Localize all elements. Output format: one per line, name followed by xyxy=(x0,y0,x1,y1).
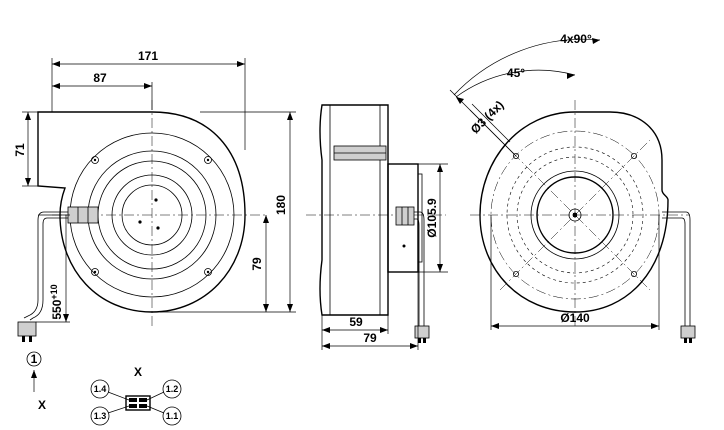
rear-cable xyxy=(662,211,691,326)
connector-detail: 1 X X 1.4 1.2 1.3 1.1 xyxy=(26,351,182,426)
front-cable-gland xyxy=(67,206,99,224)
pin-1-4 xyxy=(90,379,110,399)
view-label: X xyxy=(134,365,142,379)
dim-height-center: 79 xyxy=(250,257,264,271)
pin-1-3 xyxy=(90,406,110,426)
dim-width-center: 87 xyxy=(93,71,107,85)
dim-depth-inner: 59 xyxy=(349,315,363,329)
front-mounting-screws xyxy=(91,156,212,276)
pin-1-1 xyxy=(162,406,182,426)
rear-view: 4x90° 45° Ø3 (4x) Ø140 xyxy=(449,32,696,343)
dim-width-overall: 171 xyxy=(138,49,158,63)
front-housing-outline xyxy=(37,111,246,313)
front-cable xyxy=(23,211,68,321)
dim-height-top: 71 xyxy=(13,143,27,157)
hole-leader xyxy=(469,109,515,155)
front-connector-plug xyxy=(17,321,37,337)
svg-text:1.1: 1.1 xyxy=(166,411,179,421)
svg-text:1.2: 1.2 xyxy=(166,384,179,394)
side-housing-outline xyxy=(319,104,389,316)
front-view: 171 87 71 180 79 550+10 xyxy=(13,49,296,342)
rear-mounting-holes xyxy=(513,152,638,277)
rear-impeller-outer xyxy=(506,146,644,284)
dim-angle-offset: 45° xyxy=(507,66,525,80)
side-cable-gland xyxy=(395,206,415,226)
dim-cable-length: 550+10 xyxy=(49,284,64,319)
dim-angle-pattern: 4x90° xyxy=(560,32,592,46)
svg-text:1.4: 1.4 xyxy=(94,384,107,394)
angle-arc-inner xyxy=(455,69,576,98)
callout-number: 1 xyxy=(31,352,38,366)
svg-text:1.3: 1.3 xyxy=(94,411,107,421)
rear-housing-outline xyxy=(479,111,669,313)
side-view: Ø105.9 59 79 xyxy=(306,104,448,350)
view-arrow-label: X xyxy=(38,398,46,412)
dim-outer-diameter: Ø140 xyxy=(560,311,590,325)
connector-pin-block xyxy=(125,395,151,411)
dim-height-overall: 180 xyxy=(274,195,288,215)
pin-1-2 xyxy=(162,379,182,399)
rear-connector-plug xyxy=(680,325,696,339)
dim-depth-overall: 79 xyxy=(363,331,377,345)
angle-arc-outer xyxy=(453,38,601,96)
dim-hub-diameter: Ø105.9 xyxy=(425,198,439,238)
dim-hole-spec: Ø3 (4x) xyxy=(468,98,507,137)
side-connector-plug xyxy=(414,325,430,339)
side-cable xyxy=(414,211,425,326)
callout-circle xyxy=(26,351,42,367)
